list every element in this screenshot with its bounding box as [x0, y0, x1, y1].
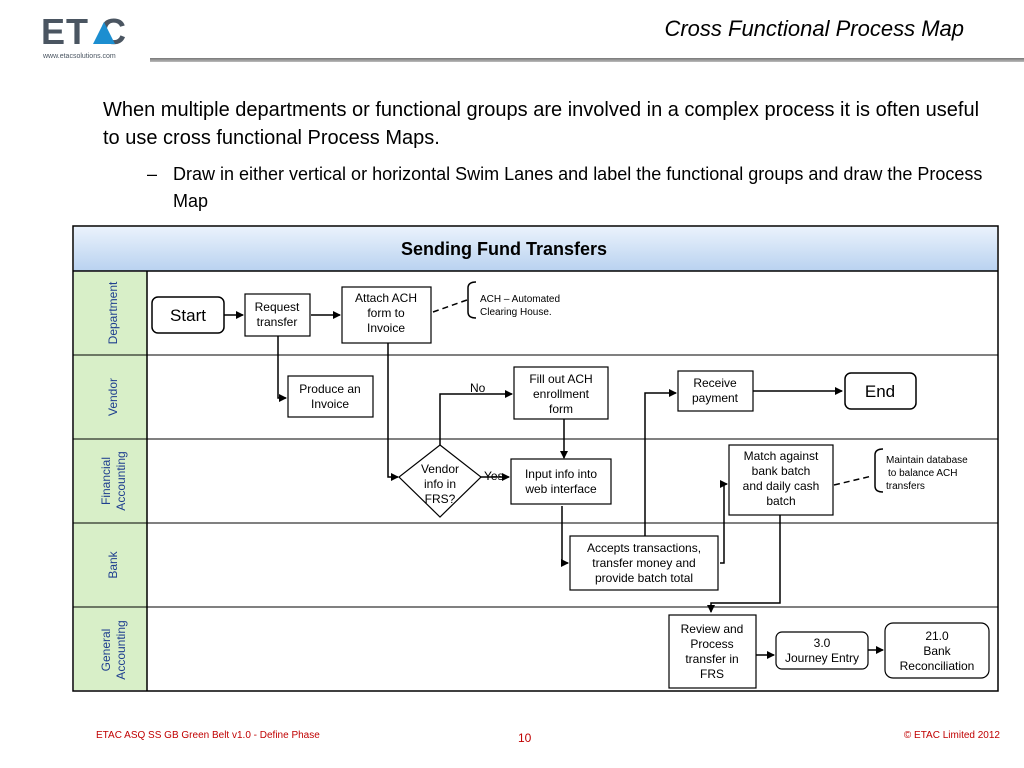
- input-line-1: Input info into: [525, 467, 597, 481]
- receive-line-2: payment: [692, 391, 739, 405]
- diagram-title: Sending Fund Transfers: [401, 239, 607, 259]
- attach-ach-node: [341, 286, 432, 344]
- review-line-2: Process: [690, 637, 733, 651]
- produce-invoice-node: [287, 375, 374, 418]
- bullet-dash: –: [147, 164, 158, 184]
- accepts-line-1: Accepts transactions,: [587, 541, 701, 555]
- recon-line-3: Reconciliation: [900, 659, 975, 673]
- end-node: [844, 372, 917, 410]
- logo-triangle-icon: [93, 22, 115, 44]
- produce-line-2: Invoice: [311, 397, 349, 411]
- attach-line-3: Invoice: [367, 321, 405, 335]
- request-transfer-node: [244, 293, 311, 337]
- input-info-node: [510, 458, 612, 505]
- no-label: No: [470, 381, 486, 395]
- end-label: End: [865, 382, 895, 401]
- journey-line-1: 3.0: [814, 636, 831, 650]
- fill-line-1: Fill out ACH: [529, 372, 592, 386]
- accepts-transactions-node: [569, 535, 719, 591]
- footer-copyright: © ETAC Limited 2012: [903, 730, 1000, 741]
- input-line-2: web interface: [524, 482, 597, 496]
- request-line-1: Request: [255, 300, 300, 314]
- ach-note-line-1: ACH – Automated: [480, 294, 560, 305]
- maintain-line-1: Maintain database: [886, 455, 968, 466]
- ach-note-line-2: Clearing House.: [480, 307, 552, 318]
- attach-line-2: form to: [367, 306, 405, 320]
- footer-course: ETAC ASQ SS GB Green Belt v1.0 - Define …: [96, 730, 320, 741]
- match-line-3: and daily cash: [743, 479, 820, 493]
- diagram-title-band: [74, 227, 997, 271]
- request-line-2: transfer: [257, 315, 298, 329]
- match-batch-node: [728, 444, 834, 516]
- fill-ach-form-node: [513, 366, 609, 420]
- bullet-main: When multiple departments or functional …: [103, 99, 980, 149]
- bullet-sub: – Draw in either vertical or horizontal …: [147, 161, 987, 215]
- header-divider: [150, 58, 1024, 62]
- decision-line-2: info in: [424, 477, 456, 491]
- etac-logo: ET C www.etacsolutions.com: [41, 12, 141, 61]
- recon-line-2: Bank: [923, 644, 951, 658]
- slide-title: Cross Functional Process Map: [664, 16, 964, 41]
- review-process-node: [668, 614, 757, 689]
- journey-line-2: Journey Entry: [785, 651, 859, 665]
- review-line-1: Review and: [681, 622, 744, 636]
- lane-bank: Bank: [106, 550, 120, 578]
- accepts-line-3: provide batch total: [595, 571, 693, 585]
- maintain-note-bracket: [874, 448, 884, 493]
- match-line-1: Match against: [744, 449, 819, 463]
- journey-entry-node: [775, 631, 869, 670]
- vendor-info-decision: [398, 444, 482, 518]
- lane-vendor: Vendor: [106, 378, 120, 416]
- receive-line-1: Receive: [693, 376, 737, 390]
- accepts-line-2: transfer money and: [592, 556, 695, 570]
- yes-label: Yes: [484, 469, 504, 483]
- lane-label-column: [74, 272, 147, 690]
- review-line-4: FRS: [700, 667, 724, 681]
- lane-financial-2: Accounting: [114, 451, 128, 510]
- recon-line-1: 21.0: [925, 629, 949, 643]
- page-number: 10: [518, 731, 532, 745]
- lane-general-2: Accounting: [114, 620, 128, 679]
- bullet-sub-text: Draw in either vertical or horizontal Sw…: [173, 164, 983, 211]
- lane-general-1: General: [99, 629, 113, 672]
- start-label: Start: [170, 306, 206, 325]
- receive-payment-node: [677, 370, 754, 412]
- match-line-2: bank batch: [752, 464, 811, 478]
- fill-line-2: enrollment: [533, 387, 590, 401]
- attach-line-1: Attach ACH: [355, 291, 417, 305]
- logo-url: www.etacsolutions.com: [43, 53, 116, 60]
- match-line-4: batch: [766, 494, 795, 508]
- maintain-line-2: to balance ACH: [888, 468, 958, 479]
- lane-financial-1: Financial: [99, 457, 113, 505]
- ach-note-bracket: [467, 281, 477, 319]
- fill-line-3: form: [549, 402, 573, 416]
- decision-line-3: FRS?: [425, 492, 456, 506]
- decision-line-1: Vendor: [421, 462, 459, 476]
- maintain-line-3: transfers: [886, 481, 925, 492]
- bank-reconciliation-node: [884, 622, 990, 679]
- lane-department: Department: [106, 281, 120, 344]
- produce-line-1: Produce an: [299, 382, 360, 396]
- review-line-3: transfer in: [685, 652, 738, 666]
- start-node: [151, 296, 225, 334]
